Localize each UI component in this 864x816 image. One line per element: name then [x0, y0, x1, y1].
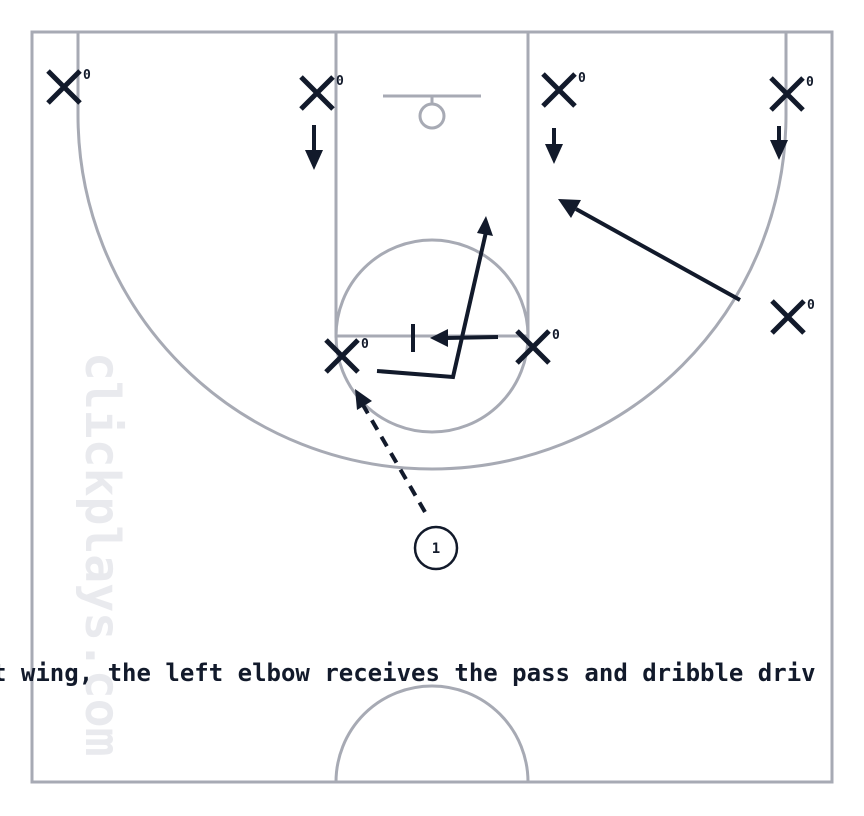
- player-tag: 0: [83, 68, 91, 83]
- arrow-head-icon: [558, 199, 581, 218]
- court-lines: [30, 30, 834, 784]
- defender-left-block: 0: [299, 74, 344, 111]
- defender-right-wing: 0: [770, 298, 815, 335]
- arrow-head-icon: [477, 216, 493, 236]
- defender-right-block: 0: [541, 71, 586, 108]
- defender-right-corner: 0: [769, 75, 814, 112]
- x-marker-icon: [770, 299, 806, 335]
- cut-arrow-right-corner: [770, 126, 788, 160]
- free-throw-circle: [334, 238, 530, 434]
- arrow-head-icon: [545, 144, 563, 164]
- cut-arrow-right-block: [545, 128, 563, 164]
- ball-handler-1: 1: [413, 525, 459, 571]
- x-marker-icon: [46, 69, 82, 105]
- x-marker-icon: [515, 329, 551, 365]
- drive-path-left-elbow: [376, 216, 493, 380]
- arrow-head-icon: [770, 140, 788, 160]
- arrow-head-icon: [305, 150, 323, 170]
- player-circle-icon: [413, 525, 459, 571]
- defender-left-elbow: 0: [324, 337, 369, 374]
- center-circle-half: [334, 684, 530, 783]
- player-tag: 0: [806, 75, 814, 90]
- arrow-head-icon: [355, 389, 372, 410]
- cut-arrow-left-block: [305, 125, 323, 170]
- arrow-head-icon: [430, 329, 448, 347]
- ball-handler-label: 1: [432, 541, 440, 557]
- defender-right-elbow: 0: [515, 328, 560, 365]
- player-tag: 0: [807, 298, 815, 313]
- paint-lane: [334, 30, 530, 338]
- player-tag: 0: [578, 71, 586, 86]
- defender-left-corner: 0: [46, 68, 91, 105]
- x-marker-icon: [769, 76, 805, 112]
- player-tag: 0: [552, 328, 560, 343]
- cut-arrow-right-wing: [558, 199, 741, 302]
- watermark-text: clickplays.com: [74, 352, 130, 757]
- three-point-arc: [76, 32, 788, 471]
- x-marker-icon: [324, 338, 360, 374]
- player-tag: 0: [361, 337, 369, 352]
- x-marker-icon: [299, 75, 335, 111]
- x-marker-icon: [541, 72, 577, 108]
- screen-action-right-elbow: [411, 324, 499, 352]
- rim: [418, 102, 446, 130]
- player-tag: 0: [336, 74, 344, 89]
- pass-line: [355, 389, 427, 514]
- play-caption: t wing, the left elbow receives the pass…: [0, 659, 816, 687]
